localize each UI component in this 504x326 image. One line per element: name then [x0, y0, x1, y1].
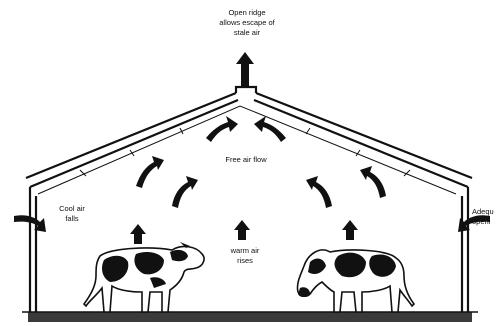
- ridge-label-line-3: stale air: [234, 28, 261, 37]
- rising-arrow-icon: [234, 220, 250, 240]
- cow-right-icon: [297, 250, 414, 312]
- ridge-label: Open ridge allows escape of stale air: [219, 8, 275, 37]
- curved-arrow-icon: [254, 116, 286, 142]
- warm-air-label-line-2: rises: [237, 256, 253, 265]
- cool-air-label-line-1: Cool air: [59, 204, 85, 213]
- adequate-opening-label-line-1: Adequ: [472, 207, 494, 216]
- air-flow-arrows: [14, 116, 490, 244]
- curved-arrow-icon: [206, 116, 238, 142]
- ridge-label-line-1: Open ridge: [228, 8, 265, 17]
- curved-arrow-icon: [172, 176, 198, 208]
- curved-arrow-icon: [136, 156, 164, 188]
- cow-left-icon: [84, 242, 204, 312]
- rising-arrow-icon: [130, 224, 146, 244]
- free-air-flow-label: Free air flow: [225, 155, 267, 164]
- curved-arrow-icon: [306, 176, 332, 208]
- rising-arrow-icon: [342, 220, 358, 240]
- ridge-label-line-2: allows escape of: [219, 18, 275, 27]
- adequate-opening-label-line-2: openi: [472, 217, 491, 226]
- curved-arrow-icon: [360, 166, 386, 198]
- barn-floor: [28, 312, 472, 322]
- cool-air-label-line-2: falls: [65, 214, 79, 223]
- warm-air-label-line-1: warm air: [230, 246, 260, 255]
- ridge-exhaust-arrow-icon: [236, 52, 254, 86]
